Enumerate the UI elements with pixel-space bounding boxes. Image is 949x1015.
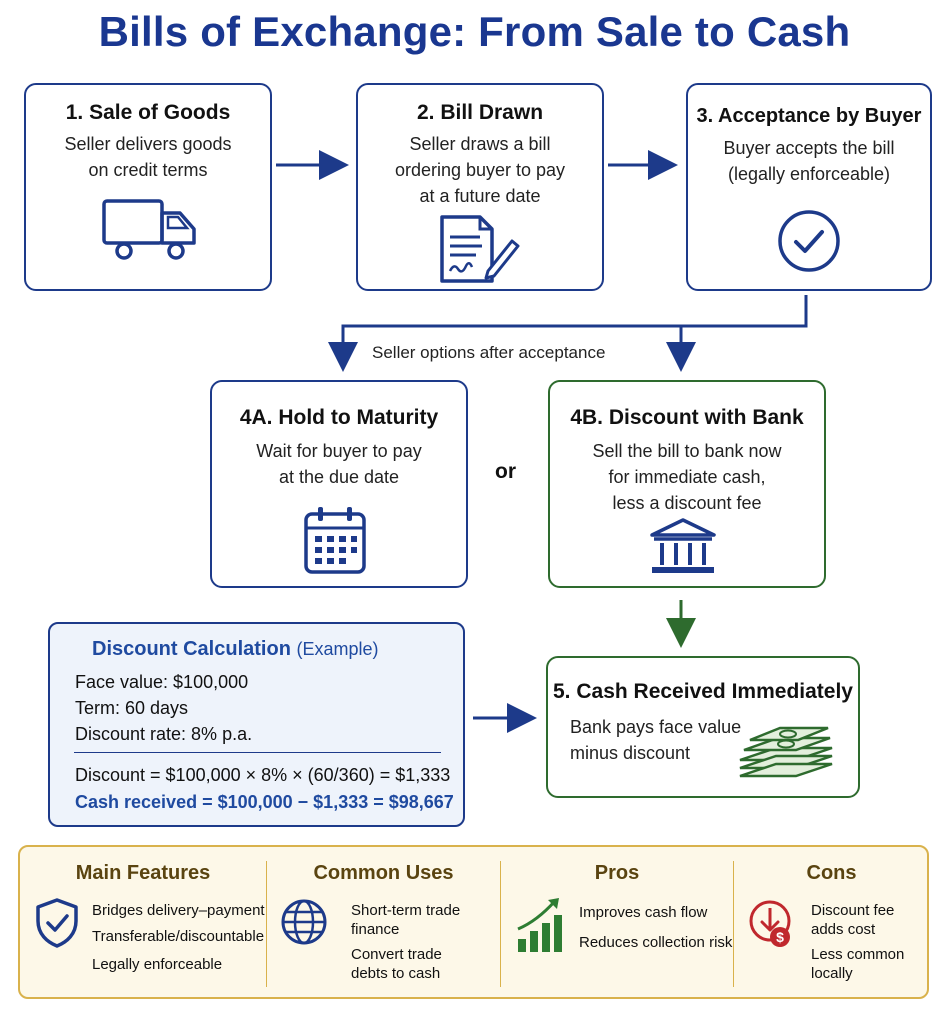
step-line: Seller draws a bill [409, 134, 551, 154]
con-line: locally [811, 965, 853, 982]
calc-term: Term: 60 days [75, 698, 189, 718]
growth-chart-icon [515, 895, 565, 955]
bank-icon [648, 517, 718, 577]
divider [733, 861, 734, 987]
money-stack-icon [736, 720, 836, 782]
summary-panel: Main Features Bridges delivery–payment T… [18, 845, 929, 999]
calc-rate: Discount rate: 8% p.a. [75, 724, 253, 744]
main-features-section: Main Features Bridges delivery–payment T… [20, 847, 266, 997]
step-line: minus discount [570, 743, 691, 763]
document-pen-icon [436, 213, 526, 285]
step-description: Bank pays face value minus discount [570, 714, 741, 766]
section-heading: Cons [806, 862, 857, 884]
pro-item: Reduces collection risk [579, 934, 733, 951]
step-line: (legally enforceable) [727, 164, 891, 184]
shield-check-icon [34, 897, 80, 949]
common-uses-section: Common Uses Short-term trade finance Con… [267, 847, 500, 997]
section-heading: Pros [594, 862, 640, 884]
step-line: Bank pays face value [570, 717, 742, 737]
feature-item: Transferable/discountable [92, 928, 265, 945]
step-description: Wait for buyer to pay at the due date [212, 438, 466, 490]
step-description: Buyer accepts the bill (legally enforcea… [688, 135, 930, 187]
step-sale-of-goods: 1. Sale of Goods Seller delivers goods o… [24, 83, 272, 291]
calc-title-text: Discount Calculation [92, 638, 291, 660]
con-line: adds cost [811, 921, 876, 938]
step-line: at a future date [419, 186, 541, 206]
svg-text:$: $ [776, 929, 784, 945]
calc-discount: Discount = $100,000 × 8% × (60/360) = $1… [75, 765, 451, 785]
use-item: Convert trade debts to cash [351, 945, 442, 983]
step-line: less a discount fee [612, 493, 762, 513]
step-line: on credit terms [88, 160, 208, 180]
use-line: Convert trade [351, 946, 442, 963]
step-line: at the due date [278, 467, 400, 487]
step-title: 4A. Hold to Maturity [239, 406, 439, 429]
step-title: 4B. Discount with Bank [570, 406, 804, 429]
step-line: Wait for buyer to pay [256, 441, 422, 461]
arrow-3-to-options [328, 295, 808, 372]
step-line: ordering buyer to pay [394, 160, 566, 180]
options-label: Seller options after acceptance [372, 343, 606, 362]
step-description: Seller delivers goods on credit terms [26, 131, 270, 183]
globe-icon [279, 897, 329, 947]
use-line: finance [351, 921, 400, 938]
calc-cash-received: Cash received = $100,000 − $1,333 = $98,… [75, 792, 454, 812]
step-hold-to-maturity: 4A. Hold to Maturity Wait for buyer to p… [210, 380, 468, 588]
calc-title: Discount Calculation (Example) [92, 638, 379, 661]
step-bill-drawn: 2. Bill Drawn Seller draws a bill orderi… [356, 83, 604, 291]
discount-calculation-panel: Discount Calculation (Example) Face valu… [48, 622, 465, 827]
calc-face-value: Face value: $100,000 [75, 672, 249, 692]
use-item: Short-term trade finance [351, 901, 460, 939]
step-line: Sell the bill to bank now [592, 441, 782, 461]
step-title: 2. Bill Drawn [416, 101, 544, 124]
divider [500, 861, 501, 987]
step-acceptance-by-buyer: 3. Acceptance by Buyer Buyer accepts the… [686, 83, 932, 291]
calc-divider [74, 752, 441, 753]
step-discount-with-bank: 4B. Discount with Bank Sell the bill to … [548, 380, 826, 588]
step-title: 5. Cash Received Immediately [553, 680, 853, 703]
check-circle-icon [776, 208, 842, 274]
section-heading: Main Features [75, 862, 211, 884]
step-line: for immediate cash, [608, 467, 766, 487]
feature-item: Legally enforceable [92, 956, 223, 973]
step-title: 3. Acceptance by Buyer [696, 105, 922, 127]
dollar-down-icon: $ [746, 897, 796, 955]
or-label: or [495, 460, 516, 483]
page-title: Bills of Exchange: From Sale to Cash [98, 8, 851, 55]
cons-section: Cons $ Discount fee adds cost Less commo… [734, 847, 929, 997]
con-item: Discount fee adds cost [811, 901, 894, 939]
step-description: Sell the bill to bank now for immediate … [550, 438, 824, 516]
step-line: Buyer accepts the bill [723, 138, 895, 158]
step-title: 1. Sale of Goods [65, 101, 231, 124]
truck-icon [100, 197, 200, 261]
con-line: Discount fee [811, 902, 895, 919]
step-description: Seller draws a bill ordering buyer to pa… [358, 131, 602, 209]
step-cash-received: 5. Cash Received Immediately Bank pays f… [546, 656, 860, 798]
pros-section: Pros Improves cash flow Reduces collecti… [501, 847, 733, 997]
section-heading: Common Uses [313, 862, 454, 884]
divider [266, 861, 267, 987]
step-line: Seller delivers goods [64, 134, 232, 154]
calc-title-suffix: (Example) [296, 639, 379, 659]
pro-item: Improves cash flow [579, 904, 708, 921]
calendar-icon [302, 504, 368, 576]
use-line: debts to cash [351, 965, 441, 982]
con-line: Less common [811, 946, 905, 963]
con-item: Less common locally [811, 945, 904, 983]
use-line: Short-term trade [351, 902, 461, 919]
feature-item: Bridges delivery–payment [92, 902, 265, 919]
